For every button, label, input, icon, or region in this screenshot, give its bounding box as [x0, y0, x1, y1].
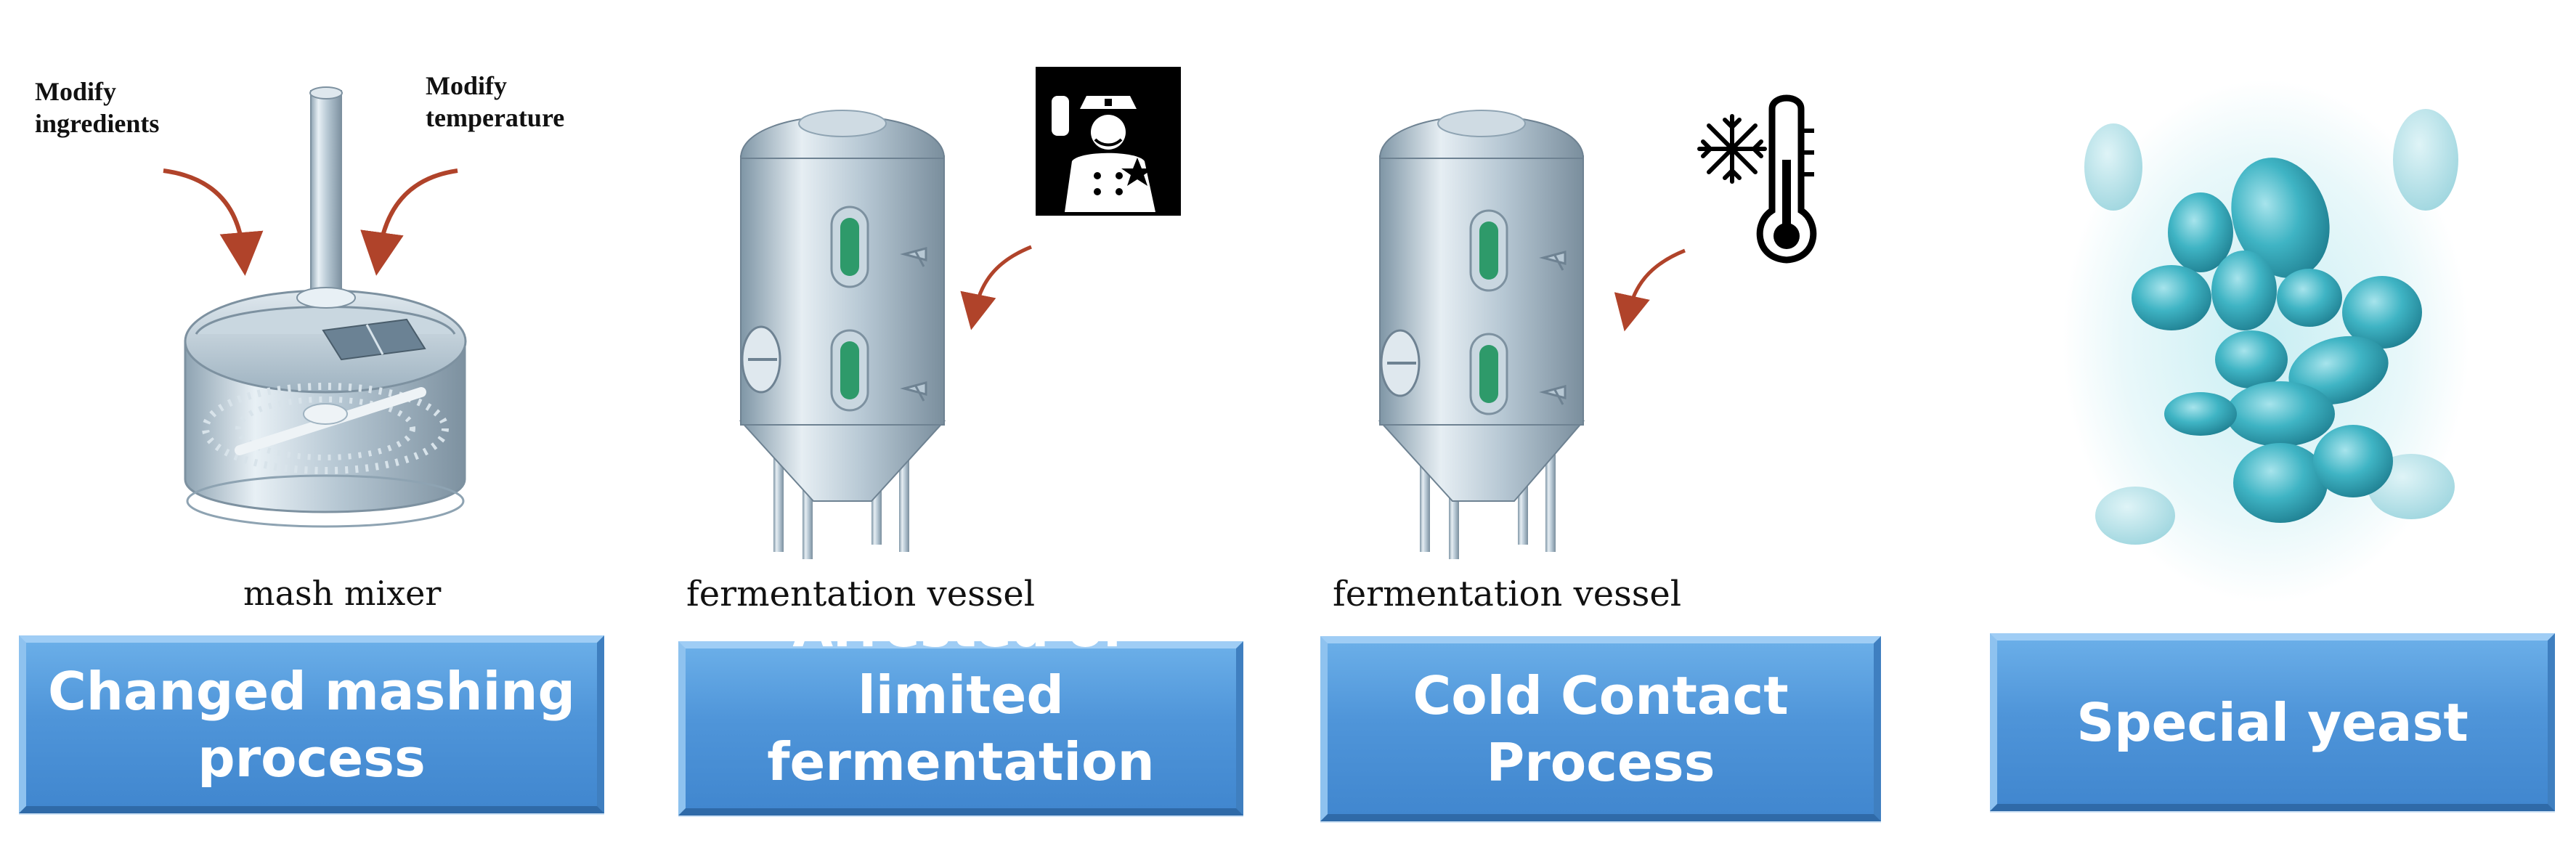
- fermentation-vessel-icon: [739, 110, 1032, 559]
- banner-special-yeast: Special yeast: [1990, 633, 2555, 811]
- police-officer-stop-icon: [1036, 67, 1181, 216]
- panel-special-yeast: Special yeast: [1961, 0, 2576, 836]
- caption-fermentation-vessel-1: fermentation vessel: [686, 574, 1036, 614]
- panel-mashing: Modify ingredients Modify temperature: [0, 0, 639, 836]
- caption-fermentation-vessel-2: fermentation vessel: [1333, 574, 1682, 614]
- note-modify-ingredients: Modify ingredients: [35, 77, 160, 138]
- caption-mash-mixer: mash mixer: [243, 574, 442, 613]
- fermentation-vessel-icon: [1378, 110, 1686, 559]
- note-modify-temperature: Modify temperature: [426, 71, 565, 132]
- yeast-cells-icon: [2063, 80, 2469, 603]
- mash-mixer-icon: [163, 86, 467, 528]
- snowflake-thermometer-icon: [1697, 94, 1817, 264]
